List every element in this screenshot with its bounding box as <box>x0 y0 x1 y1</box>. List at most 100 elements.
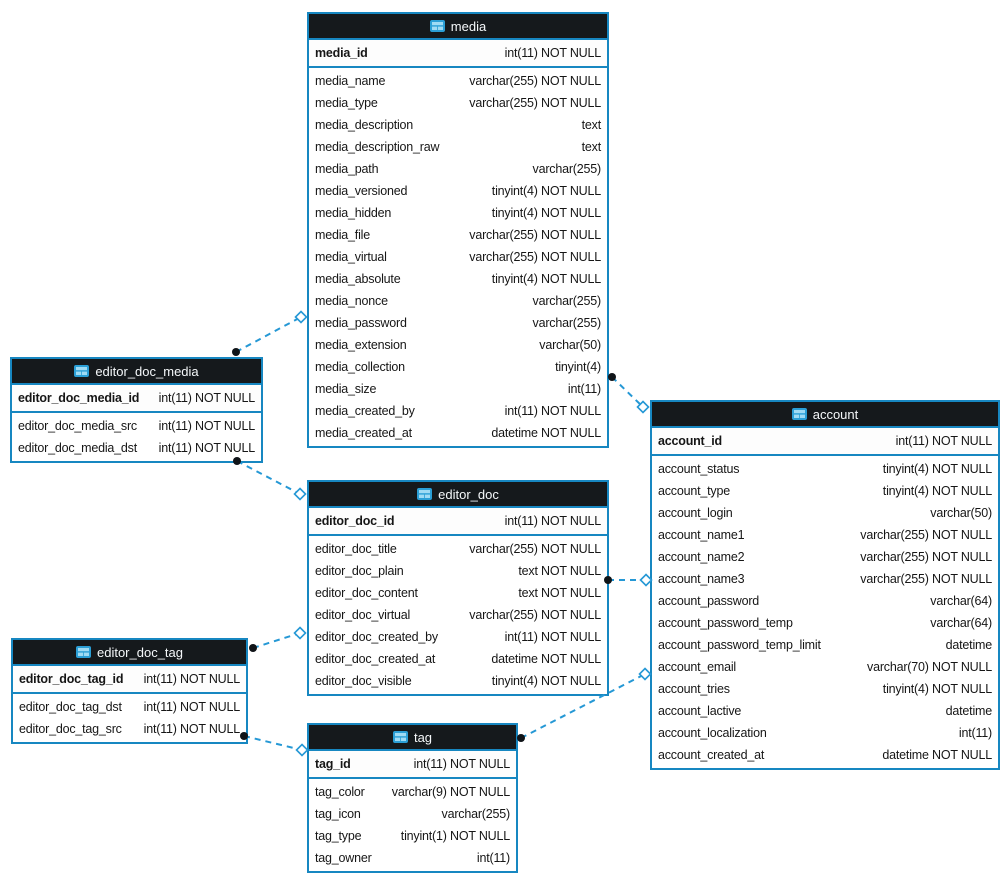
column-name: media_hidden <box>315 206 392 220</box>
column-type: datetime <box>945 704 993 718</box>
relationship-line[interactable] <box>236 460 301 495</box>
column-type: text <box>581 118 602 132</box>
column-type: text NOT NULL <box>518 586 601 600</box>
column-type: varchar(255) NOT NULL <box>860 528 992 542</box>
column-type: tinyint(4) NOT NULL <box>491 272 601 286</box>
column-type: tinyint(1) NOT NULL <box>400 829 510 843</box>
column-row-account_password[interactable]: account_password varchar(64) <box>652 590 998 612</box>
column-name: tag_color <box>315 785 365 799</box>
relationship-line[interactable] <box>235 316 302 353</box>
relationship-line[interactable] <box>520 673 646 739</box>
column-name: media_path <box>315 162 379 176</box>
table-title: editor_doc_tag <box>96 644 183 660</box>
column-name: account_localization <box>658 726 767 740</box>
table-header-editor_doc_media[interactable]: editor_doc_media <box>12 359 261 385</box>
column-row-media_hidden[interactable]: media_hidden tinyint(4) NOT NULL <box>309 202 607 224</box>
column-type: datetime NOT NULL <box>491 652 601 666</box>
column-type: int(11) <box>476 851 510 865</box>
column-type: varchar(255) NOT NULL <box>469 96 601 110</box>
column-name: media_password <box>315 316 407 330</box>
table-header-account[interactable]: account <box>652 402 998 428</box>
column-type: varchar(64) <box>930 616 992 630</box>
table-header-editor_doc[interactable]: editor_doc <box>309 482 607 508</box>
column-name: editor_doc_visible <box>315 674 412 688</box>
table-icon <box>74 365 90 377</box>
column-name: account_password_temp_limit <box>658 638 821 652</box>
column-name: media_description_raw <box>315 140 440 154</box>
column-type: datetime NOT NULL <box>882 748 992 762</box>
table-header-tag[interactable]: tag <box>309 725 516 751</box>
relationship-line[interactable] <box>252 632 301 649</box>
column-row-account_created_at[interactable]: account_created_at datetime NOT NULL <box>652 744 998 766</box>
table-header-editor_doc_tag[interactable]: editor_doc_tag <box>13 640 246 666</box>
column-type: varchar(64) <box>930 594 992 608</box>
column-name: editor_doc_media_src <box>18 419 137 433</box>
column-type: varchar(255) <box>441 807 511 821</box>
table-header-media[interactable]: media <box>309 14 607 40</box>
relationship-line[interactable] <box>243 735 303 751</box>
column-name: account_created_at <box>658 748 765 762</box>
column-name: account_password <box>658 594 760 608</box>
table-icon <box>429 20 445 32</box>
column-type: tinyint(4) NOT NULL <box>491 206 601 220</box>
